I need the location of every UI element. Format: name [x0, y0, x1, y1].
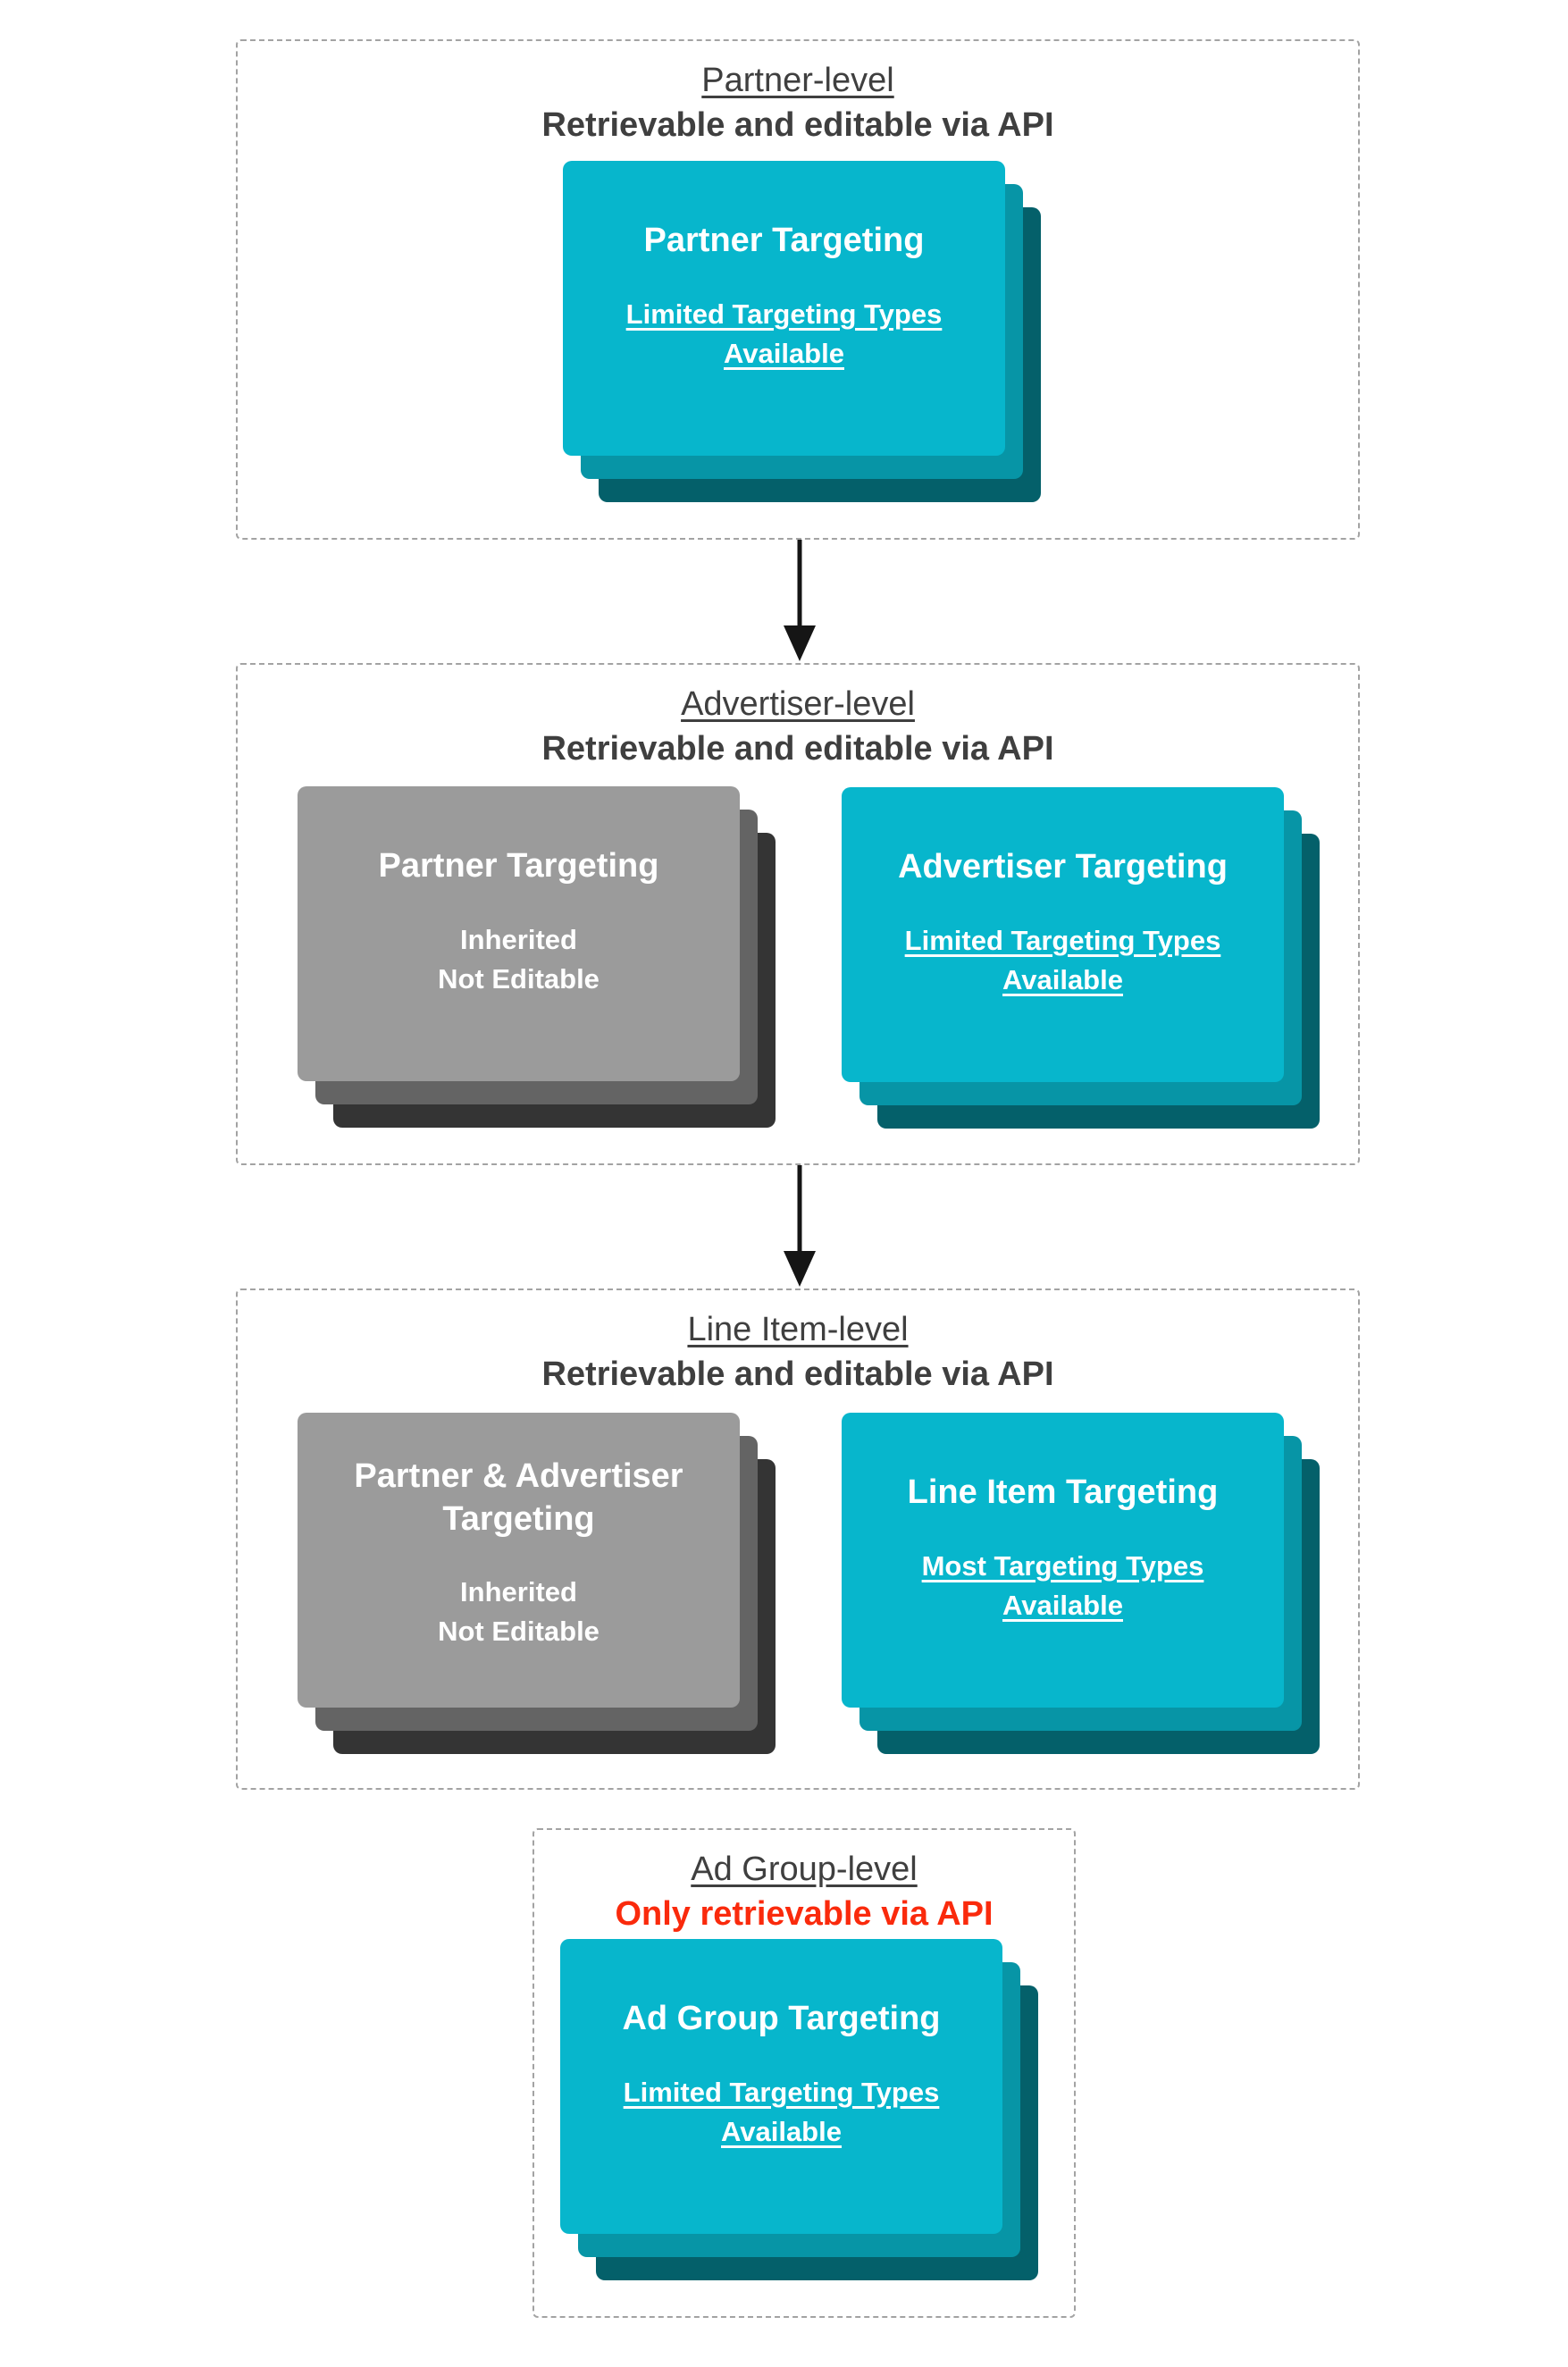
arrow-head: [784, 625, 816, 661]
card-stack-partner-targeting-inherited: Partner Targeting Inherited Not Editable: [298, 786, 776, 1128]
card-stack-partner-targeting: Partner Targeting Limited Targeting Type…: [563, 161, 1041, 502]
arrow-down-icon: [784, 1165, 816, 1287]
section-title: Advertiser-level: [681, 685, 915, 723]
card-title: Line Item Targeting: [907, 1473, 1219, 1511]
arrow-head: [784, 1251, 816, 1287]
arrow-shaft: [797, 1165, 802, 1251]
section-line-item-level: Line Item-level Retrievable and editable…: [236, 1288, 1360, 1790]
card-line-item-targeting: Line Item Targeting Most Targeting Types…: [842, 1413, 1284, 1708]
card-title: Ad Group Targeting: [622, 2000, 941, 2037]
card-body: Limited Targeting Types Available: [625, 298, 943, 369]
section-ad-group-level: Ad Group-level Only retrievable via API: [532, 1828, 1076, 2318]
section-subtitle: Retrievable and editable via API: [541, 105, 1054, 144]
card-title: Partner Targeting: [643, 222, 925, 259]
card-body: Inherited Not Editable: [438, 1576, 600, 1648]
card-body: Most Targeting Types Available: [921, 1549, 1204, 1621]
section-partner-level: Partner-level Retrievable and editable v…: [236, 39, 1360, 540]
card-advertiser-targeting: Advertiser Targeting Limited Targeting T…: [842, 787, 1284, 1082]
section-title: Line Item-level: [687, 1311, 909, 1348]
section-subtitle: Only retrievable via API: [615, 1894, 994, 1933]
card-title: Partner Targeting: [378, 847, 659, 885]
card-stack-advertiser-targeting: Advertiser Targeting Limited Targeting T…: [842, 787, 1320, 1129]
card-ad-group-targeting: Ad Group Targeting Limited Targeting Typ…: [560, 1939, 1002, 2234]
section-subtitle: Retrievable and editable via API: [541, 729, 1054, 768]
card-stack-ad-group-targeting: Ad Group Targeting Limited Targeting Typ…: [560, 1939, 1038, 2280]
arrow-down-icon: [784, 540, 816, 661]
card-partner-advertiser-targeting: Partner & Advertiser Targeting Inherited…: [298, 1413, 740, 1708]
card-partner-targeting-inherited: Partner Targeting Inherited Not Editable: [298, 786, 740, 1081]
card-partner-targeting: Partner Targeting Limited Targeting Type…: [563, 161, 1005, 456]
section-title: Ad Group-level: [691, 1851, 918, 1888]
card-stack-partner-advertiser-targeting: Partner & Advertiser Targeting Inherited…: [298, 1413, 776, 1754]
card-body: Limited Targeting Types Available: [623, 2076, 940, 2147]
card-body: Inherited Not Editable: [438, 923, 600, 995]
card-body: Limited Targeting Types Available: [904, 924, 1221, 995]
section-advertiser-level: Advertiser-level Retrievable and editabl…: [236, 663, 1360, 1165]
arrow-shaft: [797, 540, 802, 625]
section-subtitle: Retrievable and editable via API: [541, 1355, 1054, 1393]
card-title: Partner & Advertiser Targeting: [354, 1457, 683, 1538]
card-title: Advertiser Targeting: [898, 848, 1228, 886]
section-title: Partner-level: [701, 62, 894, 99]
card-stack-line-item-targeting: Line Item Targeting Most Targeting Types…: [842, 1413, 1320, 1754]
